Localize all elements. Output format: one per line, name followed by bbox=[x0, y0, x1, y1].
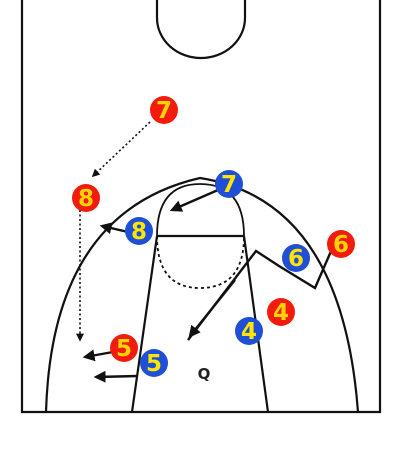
offense-player-5[interactable]: 5 bbox=[110, 334, 138, 362]
svg-text:8: 8 bbox=[78, 186, 94, 212]
offense-player-6[interactable]: 6 bbox=[327, 230, 355, 258]
defense-player-7[interactable]: 7 bbox=[215, 170, 243, 198]
svg-text:7: 7 bbox=[221, 172, 237, 198]
defense-player-4[interactable]: 4 bbox=[235, 317, 263, 345]
offense-player-7[interactable]: 7 bbox=[150, 96, 178, 124]
lane-left-line bbox=[130, 235, 159, 413]
pass-7-to-8 bbox=[91, 121, 151, 178]
offense-player-8[interactable]: 8 bbox=[72, 184, 100, 212]
svg-text:5: 5 bbox=[116, 336, 132, 362]
svg-text:6: 6 bbox=[288, 246, 304, 272]
three-point-arc bbox=[44, 176, 360, 413]
svg-text:4: 4 bbox=[241, 319, 257, 345]
svg-text:5: 5 bbox=[146, 351, 162, 377]
move-defender-8 bbox=[99, 222, 129, 235]
move-offense-5 bbox=[82, 349, 114, 362]
free-throw-circle-top bbox=[156, 183, 245, 237]
free-throw-circle-bottom bbox=[156, 235, 245, 289]
screen-path-6-arrow bbox=[188, 279, 236, 338]
defense-player-8[interactable]: 8 bbox=[125, 217, 153, 245]
ball-marker: Q bbox=[198, 365, 211, 383]
defense-player-6[interactable]: 6 bbox=[282, 244, 310, 272]
offense-player-4[interactable]: 4 bbox=[267, 298, 295, 326]
move-defender-5 bbox=[93, 370, 139, 383]
svg-text:6: 6 bbox=[333, 232, 349, 258]
svg-text:7: 7 bbox=[156, 98, 172, 124]
defense-player-5[interactable]: 5 bbox=[140, 349, 168, 377]
cut-defender-7 bbox=[169, 188, 219, 212]
court-boundary bbox=[20, 0, 382, 414]
center-circle bbox=[155, 0, 247, 60]
svg-text:8: 8 bbox=[131, 219, 147, 245]
svg-text:4: 4 bbox=[273, 300, 289, 326]
